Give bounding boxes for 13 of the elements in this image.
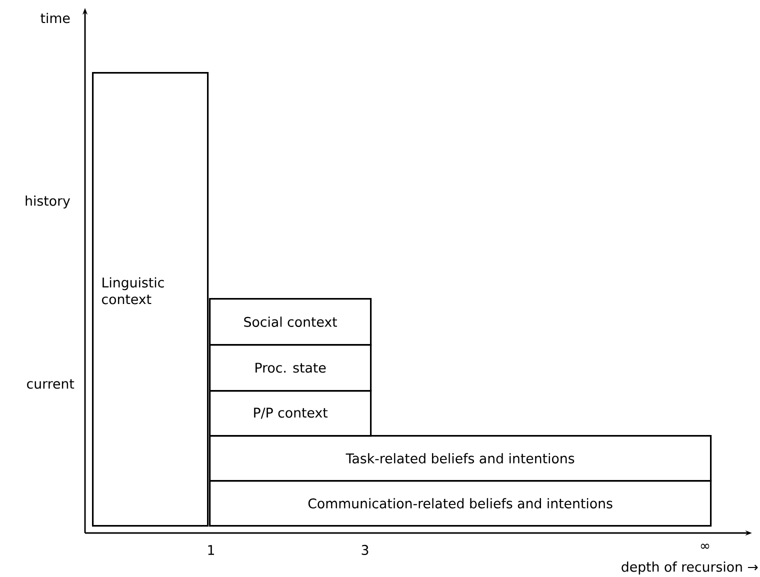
context-box: Proc. state [209, 344, 372, 392]
axis-label: time [40, 12, 70, 24]
context-box: Linguistic context [92, 72, 209, 527]
axis-tick-label: 1 [208, 545, 214, 555]
context-box: Task-related beliefs and intentions [209, 435, 712, 482]
axis-tick-label: 3 [362, 544, 368, 556]
context-box: P/P context [209, 390, 372, 437]
axis-label: depth of recursion → [622, 562, 758, 574]
axis-tick-label: history [26, 196, 70, 208]
axis-tick-label: ∞ [700, 544, 710, 549]
axis-tick-label: current [27, 379, 74, 389]
context-box: Communication-related beliefs and intentions [209, 480, 712, 527]
context-box: Social context [209, 298, 372, 346]
